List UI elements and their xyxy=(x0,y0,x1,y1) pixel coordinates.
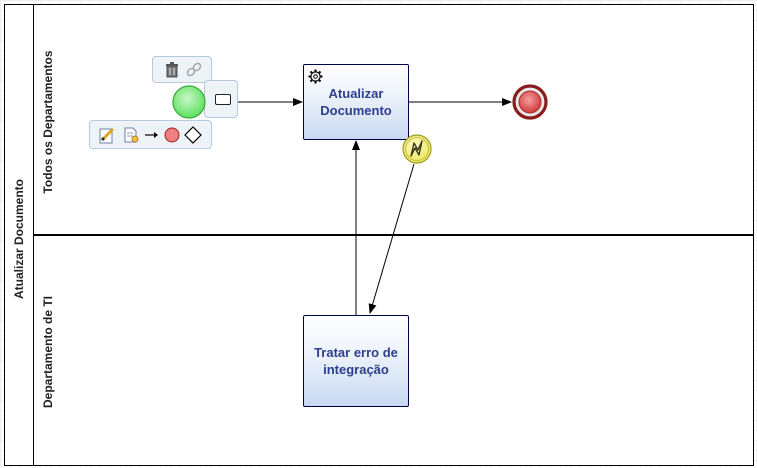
task-label-line1: Tratar erro de xyxy=(314,345,398,360)
task-label: Atualizar Documento xyxy=(320,85,392,119)
task-label-line2: integração xyxy=(323,362,389,377)
edit-properties-icon[interactable] xyxy=(98,126,116,144)
link-icon[interactable] xyxy=(185,61,203,79)
task-label-line1: Atualizar xyxy=(328,86,384,101)
task-shape-icon[interactable] xyxy=(215,94,231,105)
error-boundary-event[interactable] xyxy=(401,133,435,167)
end-event[interactable] xyxy=(511,83,551,123)
palette-right xyxy=(204,80,238,118)
end-event-shape-icon[interactable] xyxy=(163,126,181,144)
task-atualizar-documento[interactable]: Atualizar Documento xyxy=(303,64,409,140)
trash-icon[interactable] xyxy=(163,61,181,79)
task-tratar-erro[interactable]: Tratar erro de integração xyxy=(303,315,409,407)
start-event[interactable] xyxy=(170,82,210,122)
lightning-icon xyxy=(410,140,423,157)
gateway-shape-icon[interactable] xyxy=(184,126,202,144)
task-label-line2: Documento xyxy=(320,103,392,118)
palette-bottom xyxy=(89,120,212,149)
edit-document-icon[interactable] xyxy=(122,126,140,144)
palette-top xyxy=(152,56,212,83)
gear-icon xyxy=(308,69,323,84)
task-label: Tratar erro de integração xyxy=(314,344,398,378)
lane-divider xyxy=(34,234,754,236)
arrow-connector-icon[interactable] xyxy=(143,126,161,144)
pool-header[interactable]: Atualizar Documento xyxy=(4,4,34,466)
flow-boundary-to-error[interactable] xyxy=(368,163,415,314)
